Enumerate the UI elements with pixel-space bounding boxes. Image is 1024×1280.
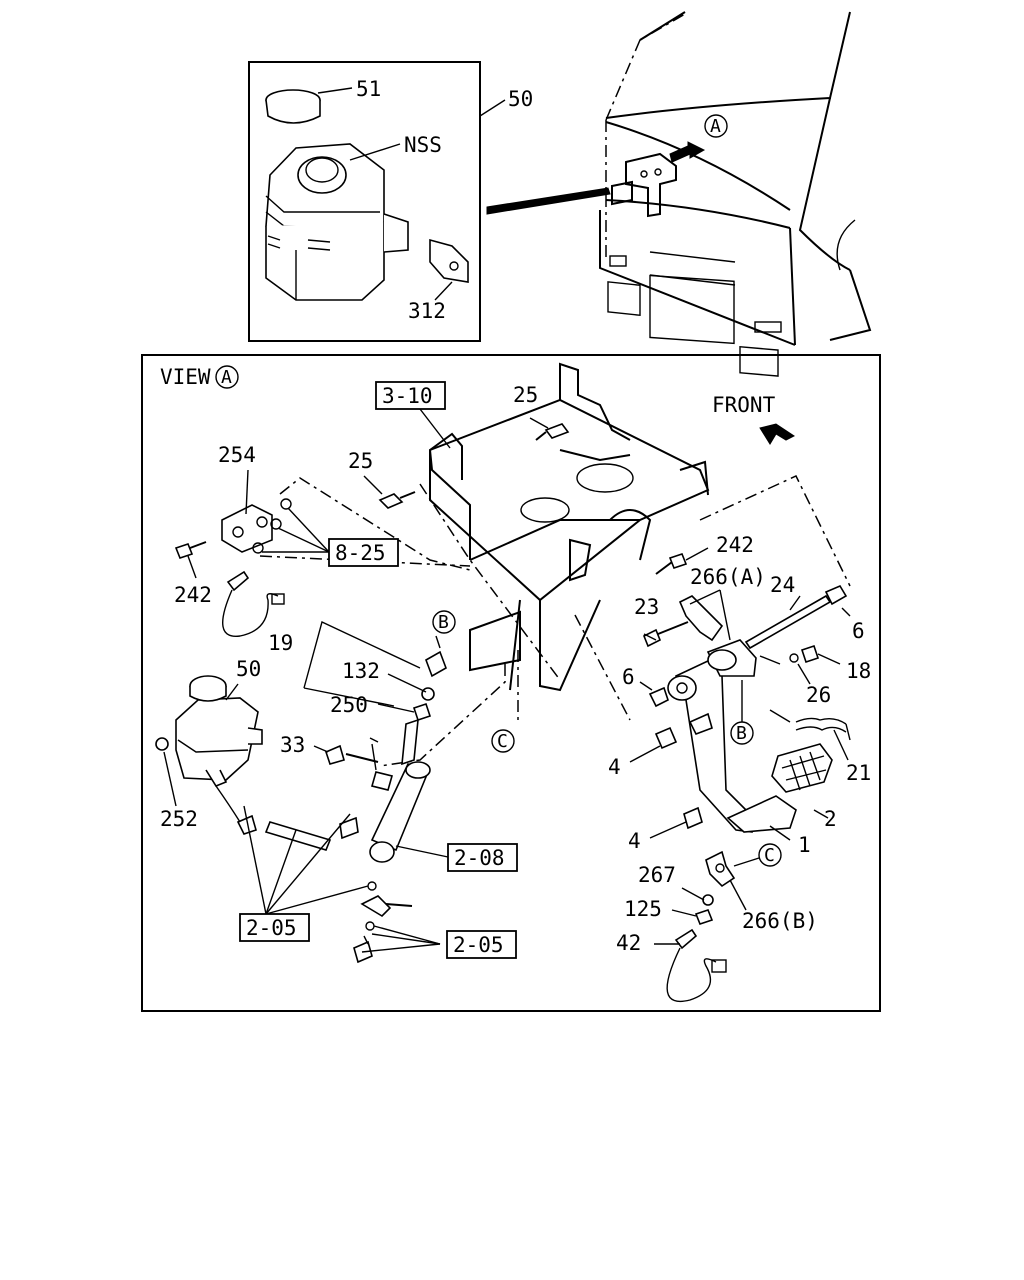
circle-ref-c-right: C — [733, 843, 782, 867]
callout-51: 51 — [356, 77, 381, 101]
callout-266b: 266(B) — [742, 909, 818, 933]
callout-1: 1 — [798, 833, 811, 857]
ref-box-3-10: 3-10 — [375, 381, 451, 449]
callout-2: 2 — [824, 807, 837, 831]
callout-6: 6 — [622, 665, 635, 689]
callout-50: 50 — [236, 657, 261, 681]
circle-ref-b-upper: B — [432, 610, 456, 634]
callout-250: 250 — [330, 693, 368, 717]
bolt-242-right-drawing — [655, 547, 709, 575]
callout-254: 254 — [218, 443, 256, 467]
inset-pointer-wedge — [486, 187, 611, 215]
svg-text:B: B — [438, 612, 449, 633]
view-circle-a: A — [221, 367, 232, 388]
svg-text:C: C — [497, 731, 508, 752]
harness-left-drawing — [222, 570, 285, 637]
callout-312: 312 — [408, 299, 446, 323]
truck-cab-drawing: A — [599, 11, 872, 377]
view-a-title: VIEW A — [160, 365, 239, 389]
circle-ref-b-pedal: B — [730, 680, 754, 745]
bolt-23-drawing — [642, 621, 689, 648]
callout-266a: 266(A) — [690, 565, 766, 589]
callout-26: 26 — [806, 683, 831, 707]
ref-box-2-08: 2-08 — [395, 843, 518, 872]
ref-box-2-05-left: 2-05 — [239, 913, 310, 942]
pushrod-group-19-drawing — [303, 621, 447, 766]
reservoir-view-drawing — [155, 675, 359, 851]
callout-25: 25 — [513, 383, 538, 407]
ref-box-8-25: 8-25 — [262, 507, 399, 567]
front-indicator: FRONT — [712, 393, 795, 445]
svg-text:3-10: 3-10 — [382, 384, 433, 408]
reservoir-cap-drawing — [265, 89, 321, 124]
svg-text:2-05: 2-05 — [453, 933, 504, 957]
callout-125: 125 — [624, 897, 662, 921]
reservoir-tank-drawing — [265, 143, 409, 301]
callout-labels: 25 25 254 242 242 266(A) 24 23 6 18 26 1… — [160, 383, 871, 955]
front-label: FRONT — [712, 393, 776, 417]
callout-24: 24 — [770, 573, 795, 597]
master-cylinder-drawing — [325, 737, 431, 863]
inset-frame — [248, 61, 481, 342]
front-arrow-icon — [759, 423, 795, 445]
hose-clevis-drawing — [353, 881, 413, 964]
cab-circle-a: A — [710, 116, 721, 137]
view-a-frame — [141, 354, 881, 1012]
callout-242: 242 — [716, 533, 754, 557]
circle-ref-c-mid: C — [491, 729, 515, 753]
callout-50: 50 — [508, 87, 533, 111]
callout-242: 242 — [174, 583, 212, 607]
callout-25: 25 — [348, 449, 373, 473]
callout-nss: NSS — [404, 133, 442, 157]
shaft-24-drawing — [744, 584, 851, 685]
clutch-pedal-drawing — [648, 639, 851, 833]
switch-42-drawing — [666, 850, 736, 1002]
ref-box-2-05-right: 2-05 — [446, 930, 517, 959]
svg-text:2-08: 2-08 — [454, 846, 505, 870]
svg-text:8-25: 8-25 — [335, 541, 386, 565]
view-label: VIEW — [160, 365, 211, 389]
callout-19: 19 — [268, 631, 293, 655]
bolt-242-left-drawing — [174, 541, 207, 579]
callout-252: 252 — [160, 807, 198, 831]
callout-132: 132 — [342, 659, 380, 683]
callout-leaders — [163, 633, 849, 945]
callout-21: 21 — [846, 761, 871, 785]
switch-254-drawing — [221, 469, 292, 554]
callout-18: 18 — [846, 659, 871, 683]
bracket-312-drawing — [429, 238, 469, 283]
bolt-25-left-drawing — [363, 475, 416, 509]
callout-6: 6 — [852, 619, 865, 643]
callout-267: 267 — [638, 863, 676, 887]
bracket-266a-drawing — [678, 589, 731, 642]
bolt-25-upper-drawing — [529, 417, 570, 441]
callout-23: 23 — [634, 595, 659, 619]
callout-42: 42 — [616, 931, 641, 955]
reservoir-inset: 51 NSS 50 312 — [248, 61, 533, 342]
callout-33: 33 — [280, 733, 305, 757]
pedal-bracket-drawing — [429, 362, 710, 692]
callout-4: 4 — [608, 755, 621, 779]
svg-text:C: C — [764, 845, 775, 866]
svg-text:B: B — [736, 723, 747, 744]
svg-text:2-05: 2-05 — [246, 916, 297, 940]
callout-4: 4 — [628, 829, 641, 853]
